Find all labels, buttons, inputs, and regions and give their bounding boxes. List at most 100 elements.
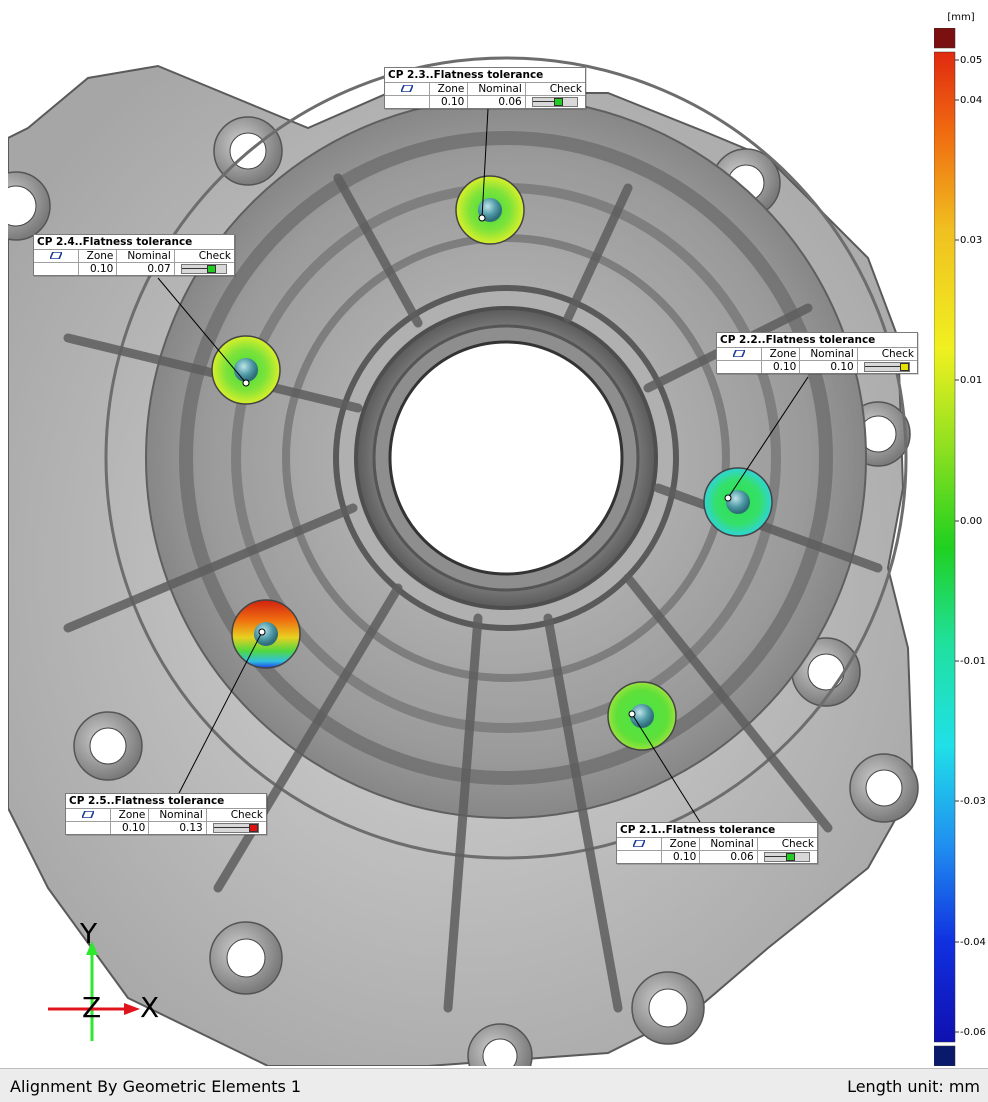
zone-value: 0.10 — [660, 850, 701, 863]
col-zone-header: Zone — [660, 838, 701, 851]
check-marker — [900, 363, 910, 371]
callout-cp21[interactable]: CP 2.1..Flatness tolerance Zone Nominal … — [616, 822, 818, 864]
check-marker — [207, 265, 217, 273]
scale-label-4: 0.00 — [960, 516, 983, 527]
x-axis-label: X — [140, 991, 160, 1024]
axis-triad: Y Z X — [44, 917, 174, 1043]
callout-title: CP 2.2..Flatness tolerance — [717, 333, 917, 348]
callout-table: Zone Nominal Check 0.10 0.07 — [34, 250, 234, 275]
alignment-status: Alignment By Geometric Elements 1 — [10, 1077, 302, 1096]
measurement-pad-cp23[interactable] — [455, 175, 525, 245]
empty-cell — [717, 360, 762, 373]
check-marker — [249, 824, 259, 832]
check-tick — [214, 827, 251, 828]
callout-cp24[interactable]: CP 2.4..Flatness tolerance Zone Nominal … — [33, 234, 235, 276]
callout-title: CP 2.3..Flatness tolerance — [385, 68, 585, 83]
zone-value: 0.10 — [760, 360, 801, 373]
callout-cp25[interactable]: CP 2.5..Flatness tolerance Zone Nominal … — [65, 793, 267, 835]
scale-label-6: -0.03 — [960, 796, 986, 807]
length-unit-status: Length unit: mm — [847, 1077, 980, 1096]
y-axis-label: Y — [80, 917, 98, 950]
measurement-pad-cp25[interactable] — [231, 599, 301, 669]
check-indicator — [756, 850, 817, 863]
casting-model-render[interactable] — [8, 8, 934, 1066]
scale-label-7: -0.04 — [960, 937, 986, 948]
callout-table: Zone Nominal Check 0.10 0.06 — [385, 83, 585, 108]
z-axis-label: Z — [82, 991, 102, 1024]
col-zone-header: Zone — [428, 83, 469, 96]
col-check-header: Check — [205, 809, 266, 822]
scale-label-0: 0.05 — [960, 55, 983, 66]
col-nominal-header: Nominal — [799, 348, 858, 361]
nominal-value: 0.06 — [467, 95, 526, 108]
zone-value: 0.10 — [109, 821, 150, 834]
flatness-icon — [717, 348, 762, 361]
scale-label-3: 0.01 — [960, 375, 983, 386]
status-bar: Alignment By Geometric Elements 1 Length… — [0, 1068, 988, 1102]
col-check-header: Check — [856, 348, 917, 361]
check-tick — [533, 101, 556, 102]
callout-title: CP 2.4..Flatness tolerance — [34, 235, 234, 250]
color-scale-unit: [mm] — [947, 12, 975, 23]
zone-value: 0.10 — [428, 95, 469, 108]
housing-body — [104, 56, 908, 860]
check-marker — [786, 853, 796, 861]
nominal-value: 0.06 — [699, 850, 758, 863]
empty-cell — [617, 850, 662, 863]
axis-arrows — [48, 941, 140, 1041]
col-nominal-header: Nominal — [116, 250, 175, 263]
zone-value: 0.10 — [77, 262, 118, 275]
col-nominal-header: Nominal — [148, 809, 207, 822]
callout-table: Zone Nominal Check 0.10 0.10 — [717, 348, 917, 373]
over-range-swatch — [934, 28, 956, 49]
3d-viewport[interactable]: CP 2.3..Flatness tolerance Zone Nominal … — [8, 8, 934, 1066]
check-bar — [864, 362, 911, 372]
flatness-icon — [617, 838, 662, 851]
leader-lines — [157, 108, 809, 823]
check-tick — [765, 856, 788, 857]
scale-label-1: 0.04 — [960, 95, 983, 106]
check-bar — [764, 852, 811, 862]
nominal-value: 0.07 — [116, 262, 175, 275]
check-bar — [181, 264, 228, 274]
check-tick — [182, 268, 209, 269]
measurement-pad-cp22[interactable] — [703, 467, 773, 537]
color-scale-legend[interactable] — [934, 28, 988, 1066]
col-check-header: Check — [524, 83, 585, 96]
col-zone-header: Zone — [77, 250, 118, 263]
check-indicator — [856, 360, 917, 373]
col-zone-header: Zone — [109, 809, 150, 822]
scale-gradient-bar — [934, 51, 956, 1043]
scale-label-2: 0.03 — [960, 235, 983, 246]
flatness-icon — [66, 809, 111, 822]
check-indicator — [205, 821, 266, 834]
flatness-icon — [385, 83, 430, 96]
col-nominal-header: Nominal — [467, 83, 526, 96]
under-range-swatch — [934, 1045, 956, 1066]
check-tick — [865, 366, 902, 367]
scale-label-8: -0.06 — [960, 1027, 986, 1038]
check-bar — [532, 97, 579, 107]
scale-label-5: -0.01 — [960, 656, 986, 667]
col-check-header: Check — [173, 250, 234, 263]
check-indicator — [173, 262, 234, 275]
check-bar — [213, 823, 260, 833]
callout-title: CP 2.5..Flatness tolerance — [66, 794, 266, 809]
measurement-pad-cp21[interactable] — [607, 681, 677, 751]
measurement-pad-cp24[interactable] — [211, 335, 281, 405]
empty-cell — [34, 262, 79, 275]
callout-cp22[interactable]: CP 2.2..Flatness tolerance Zone Nominal … — [716, 332, 918, 374]
nominal-value: 0.10 — [799, 360, 858, 373]
flatness-icon — [34, 250, 79, 263]
callout-table: Zone Nominal Check 0.10 0.06 — [617, 838, 817, 863]
callout-cp23[interactable]: CP 2.3..Flatness tolerance Zone Nominal … — [384, 67, 586, 109]
empty-cell — [66, 821, 111, 834]
callout-table: Zone Nominal Check 0.10 0.13 — [66, 809, 266, 834]
nominal-value: 0.13 — [148, 821, 207, 834]
col-check-header: Check — [756, 838, 817, 851]
check-marker — [554, 98, 564, 106]
col-zone-header: Zone — [760, 348, 801, 361]
callout-title: CP 2.1..Flatness tolerance — [617, 823, 817, 838]
col-nominal-header: Nominal — [699, 838, 758, 851]
